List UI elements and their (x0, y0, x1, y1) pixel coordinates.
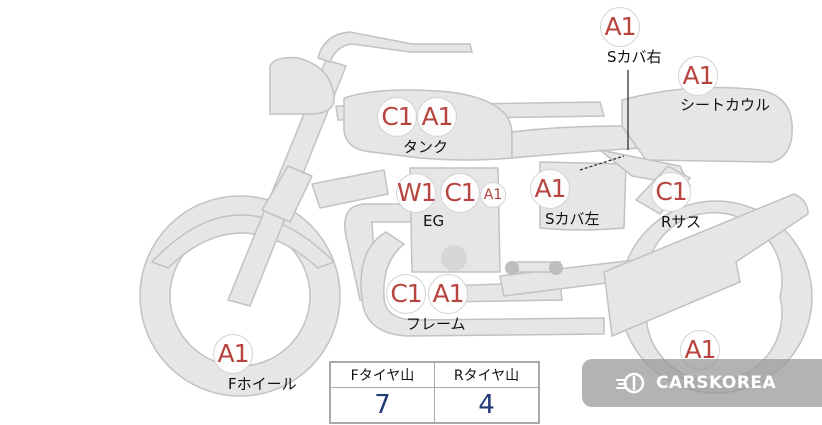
grade-badge: A1 (428, 274, 468, 314)
rear-tread-header: Rタイヤ山 (434, 361, 540, 388)
tire-tread-table: Fタイヤ山 Rタイヤ山 7 4 (329, 361, 540, 424)
grade-badge: A1 (678, 56, 718, 96)
carskorea-logo-icon (616, 372, 645, 394)
part-label: Rサス (661, 213, 702, 231)
part-label: タンク (403, 138, 449, 156)
grade-badge: A1 (213, 334, 253, 374)
grade-badge: A1 (530, 169, 570, 209)
grade-badge: C1 (377, 97, 417, 137)
muffler (603, 193, 809, 338)
part-label: シートカウル (680, 96, 771, 114)
handlebar (317, 31, 473, 63)
front-fender (150, 214, 336, 269)
leader-line (579, 155, 625, 171)
seat (511, 125, 642, 159)
grade-badge: A1 (417, 97, 457, 137)
part-label: フレーム (406, 315, 466, 333)
grade-badge: A1 (480, 182, 506, 208)
footpeg-end (505, 261, 519, 275)
grade-badge: W1 (396, 173, 437, 213)
grade-badge: C1 (386, 274, 426, 314)
front-tread-value: 7 (329, 387, 435, 424)
carskorea-watermark: CARSKOREA (582, 359, 822, 407)
footpeg-end (549, 261, 563, 275)
grade-badge: C1 (651, 172, 691, 212)
frame-front (311, 169, 389, 209)
headlight (269, 56, 335, 115)
front-fork-inner (260, 165, 314, 223)
front-tread-header: Fタイヤ山 (329, 361, 435, 388)
rear-tread-value: 4 (434, 387, 540, 424)
seat-cowl (621, 86, 793, 163)
grade-badge: A1 (600, 7, 640, 47)
grade-badge: C1 (440, 173, 480, 213)
engine-cover (441, 245, 467, 271)
watermark-text: CARSKOREA (656, 373, 777, 393)
part-label: Sカバ右 (607, 48, 662, 66)
exhaust-front (360, 231, 605, 337)
part-label: EG (423, 212, 445, 230)
part-label: Sカバ左 (545, 210, 600, 228)
part-label: Fホイール (228, 375, 297, 393)
